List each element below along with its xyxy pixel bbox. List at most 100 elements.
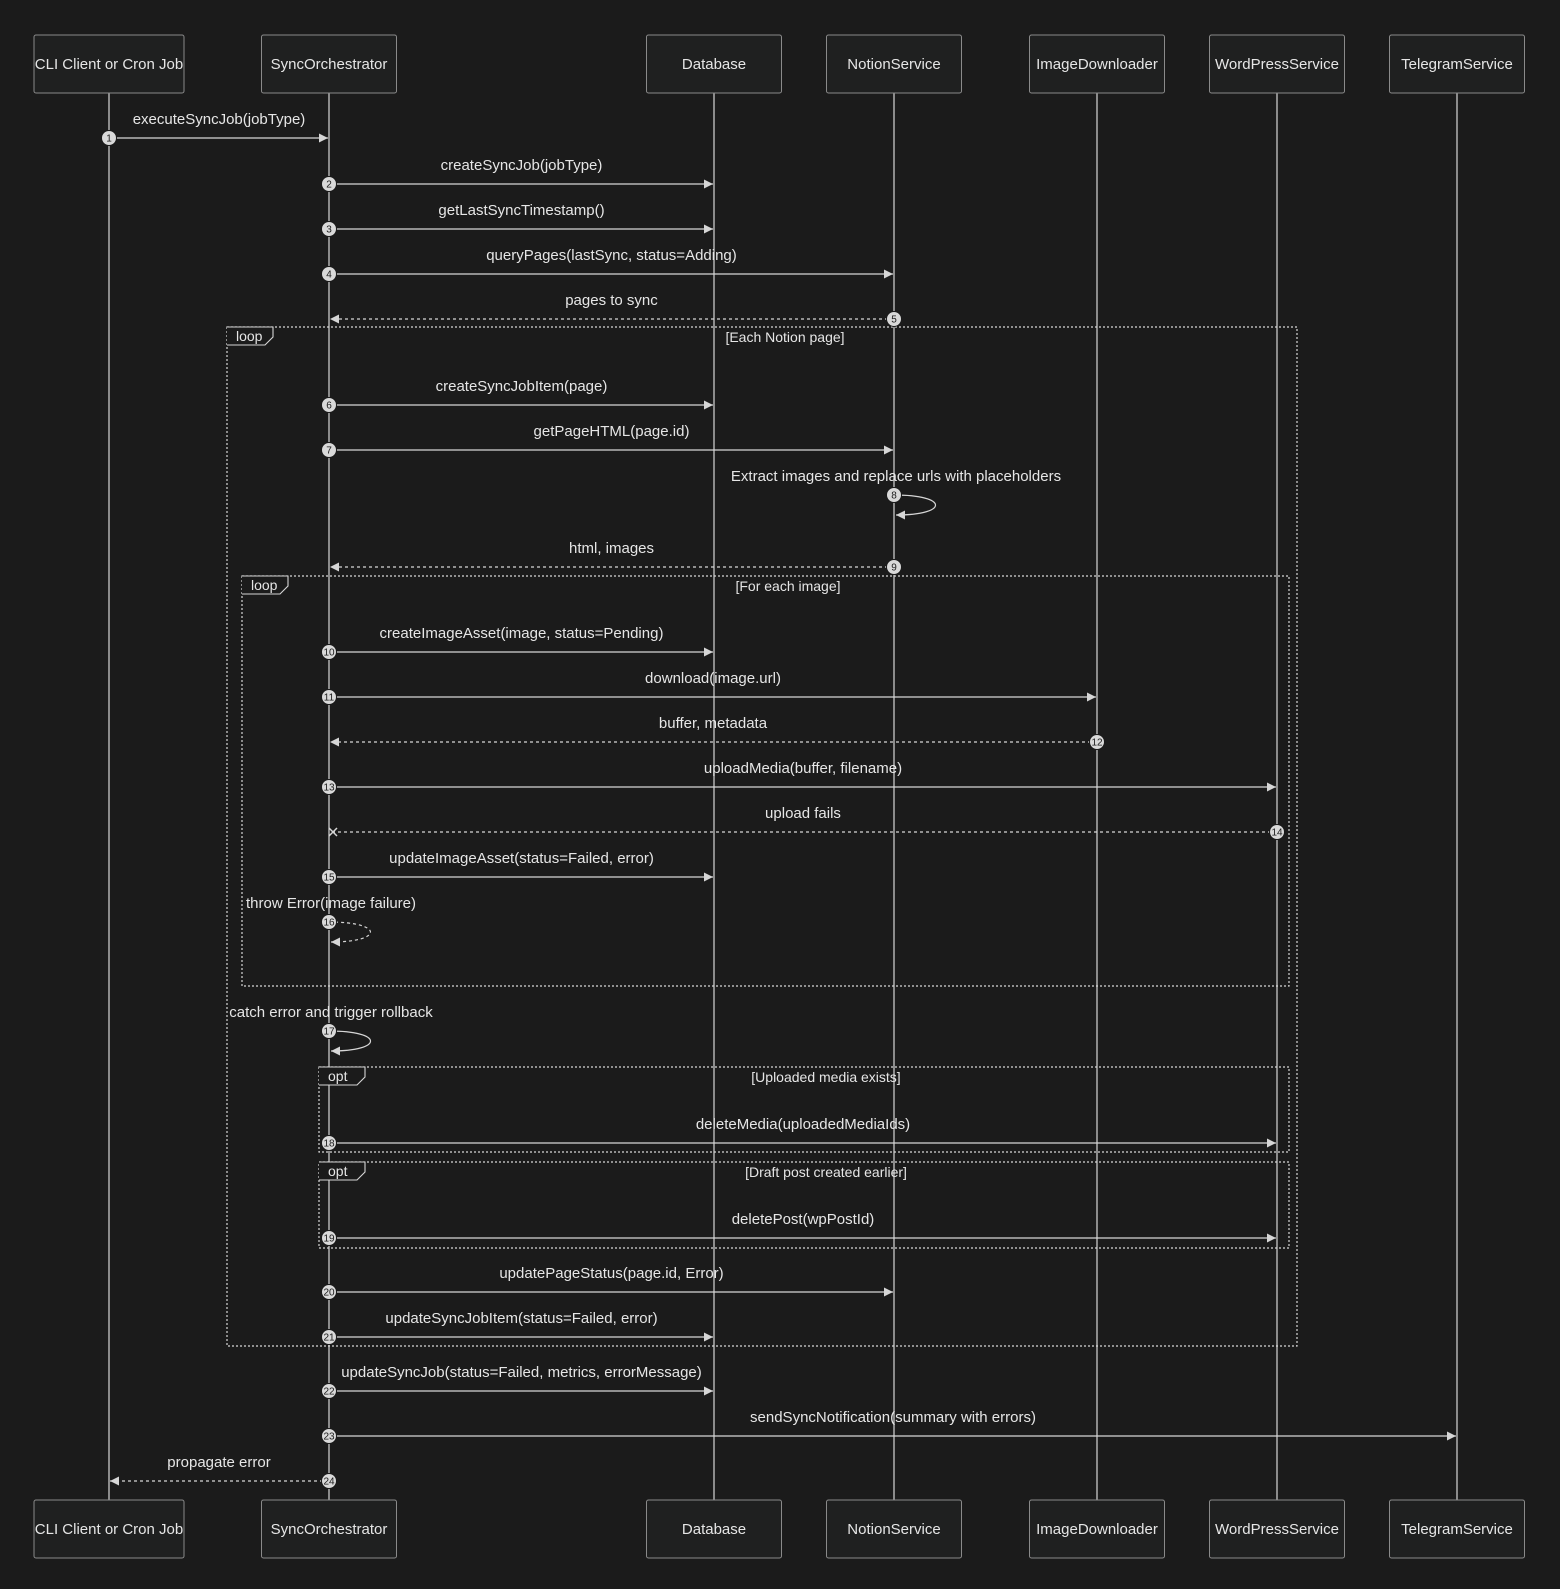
participant-label: SyncOrchestrator [271, 1521, 388, 1538]
fragment-kind: loop [251, 577, 278, 593]
message-label: catch error and trigger rollback [229, 1004, 433, 1021]
message-12: buffer, metadata 12 [330, 715, 1105, 750]
message-21: updateSyncJobItem(status=Failed, error)2… [321, 1310, 713, 1345]
sequence-number-badge [101, 130, 117, 146]
message-18: deleteMedia(uploadedMediaIds)18 [321, 1116, 1276, 1151]
participant-label: TelegramService [1401, 1521, 1513, 1538]
sequence-number-badge [321, 869, 337, 885]
sequence-number-badge [321, 1284, 337, 1300]
message-10: createImageAsset(image, status=Pending)1… [321, 625, 713, 660]
sequence-number: 14 [1271, 828, 1283, 839]
sequence-number: 8 [891, 491, 897, 502]
participant-label: Database [682, 1521, 746, 1538]
sequence-number: 20 [323, 1288, 335, 1299]
message-16: throw Error(image failure) 16 [246, 895, 416, 947]
message-20: updatePageStatus(page.id, Error) 20 [321, 1265, 893, 1300]
fragment-kind: opt [328, 1068, 348, 1084]
sequence-number: 6 [326, 401, 332, 412]
message-8: Extract images and replace urls with pla… [731, 468, 1061, 520]
sequence-number: 16 [323, 918, 335, 929]
participant-cli-top: CLI Client or Cron Job [33, 34, 185, 94]
participant-db-bottom: Database [646, 1499, 782, 1559]
message-label: executeSyncJob(jobType) [133, 111, 306, 128]
sequence-number-badge [321, 1428, 337, 1444]
sequence-number: 22 [323, 1387, 335, 1398]
sequence-number-badge [321, 779, 337, 795]
participant-tg-bottom: TelegramService [1389, 1499, 1525, 1559]
sequence-number-badge [321, 176, 337, 192]
message-label: pages to sync [565, 292, 658, 309]
fragment-loop-1: loop [Each Notion page] [226, 326, 1298, 1347]
message-1: executeSyncJob(jobType)1 [101, 111, 328, 146]
message-7: getPageHTML(page.id)7 [321, 423, 893, 458]
fragment-loop-2: loop [For each image] [241, 575, 1290, 987]
participant-label: NotionService [847, 1521, 940, 1538]
sequence-number-badge [321, 1023, 337, 1039]
sequence-number-badge [1089, 734, 1105, 750]
sequence-number: 3 [326, 225, 332, 236]
fragment-condition: [For each image] [735, 578, 840, 594]
sequence-number: 12 [1091, 738, 1103, 749]
sequence-number-badge [886, 487, 902, 503]
participant-label: SyncOrchestrator [271, 56, 388, 73]
sequence-number: 17 [323, 1027, 335, 1038]
message-label: sendSyncNotification(summary with errors… [750, 1409, 1036, 1426]
message-label: updatePageStatus(page.id, Error) [499, 1265, 723, 1282]
participant-label: WordPressService [1215, 56, 1339, 73]
sequence-number-badge [886, 311, 902, 327]
participant-label: CLI Client or Cron Job [35, 1521, 183, 1538]
message-2: createSyncJob(jobType)2 [321, 157, 713, 192]
participant-tg-top: TelegramService [1389, 34, 1525, 94]
sequence-number-badge [321, 1383, 337, 1399]
sequence-number-badge [321, 397, 337, 413]
message-5: pages to sync 5 [330, 292, 902, 327]
participant-label: ImageDownloader [1036, 56, 1158, 73]
sequence-number-badge [321, 1473, 337, 1489]
message-label: html, images [569, 540, 654, 557]
fragment-opt-3: opt [Uploaded media exists] [318, 1066, 1290, 1153]
sequence-number-badge [321, 689, 337, 705]
participant-notion-bottom: NotionService [826, 1499, 962, 1559]
message-label: Extract images and replace urls with pla… [731, 468, 1061, 485]
participant-cli-bottom: CLI Client or Cron Job [33, 1499, 185, 1559]
participant-label: Database [682, 56, 746, 73]
sequence-number-badge [321, 266, 337, 282]
sequence-number: 19 [323, 1234, 335, 1245]
sequence-number: 23 [323, 1432, 335, 1443]
sequence-number: 18 [323, 1139, 335, 1150]
message-label: throw Error(image failure) [246, 895, 416, 912]
fragment-condition: [Each Notion page] [725, 329, 844, 345]
sequence-number-badge [321, 914, 337, 930]
message-label: getLastSyncTimestamp() [438, 202, 604, 219]
fragment-opt-4: opt[Draft post created earlier] [318, 1161, 1290, 1249]
message-23: sendSyncNotification(summary with errors… [321, 1409, 1456, 1444]
participant-wp-top: WordPressService [1209, 34, 1345, 94]
participant-label: WordPressService [1215, 1521, 1339, 1538]
fragment-kind: loop [236, 328, 263, 344]
fragment-condition: [Uploaded media exists] [751, 1069, 900, 1085]
message-label: propagate error [167, 1454, 270, 1471]
sequence-number: 15 [323, 873, 335, 884]
sequence-number: 2 [326, 180, 332, 191]
participant-wp-bottom: WordPressService [1209, 1499, 1345, 1559]
message-label: buffer, metadata [659, 715, 768, 732]
message-19: deletePost(wpPostId)19 [321, 1211, 1276, 1246]
sequence-number: 5 [891, 315, 897, 326]
message-label: download(image.url) [645, 670, 781, 687]
sequence-number-badge [321, 442, 337, 458]
sequence-number-badge [321, 1135, 337, 1151]
message-13: uploadMedia(buffer, filename)13 [321, 760, 1276, 795]
sequence-number: 4 [326, 270, 332, 281]
sequence-number: 21 [323, 1333, 335, 1344]
sequence-number: 9 [891, 563, 897, 574]
sequence-number-badge [321, 1230, 337, 1246]
participant-label: TelegramService [1401, 56, 1513, 73]
fragment-kind: opt [328, 1163, 348, 1179]
message-label: getPageHTML(page.id) [534, 423, 690, 440]
sequence-number: 10 [323, 648, 335, 659]
sequence-number-badge [321, 1329, 337, 1345]
